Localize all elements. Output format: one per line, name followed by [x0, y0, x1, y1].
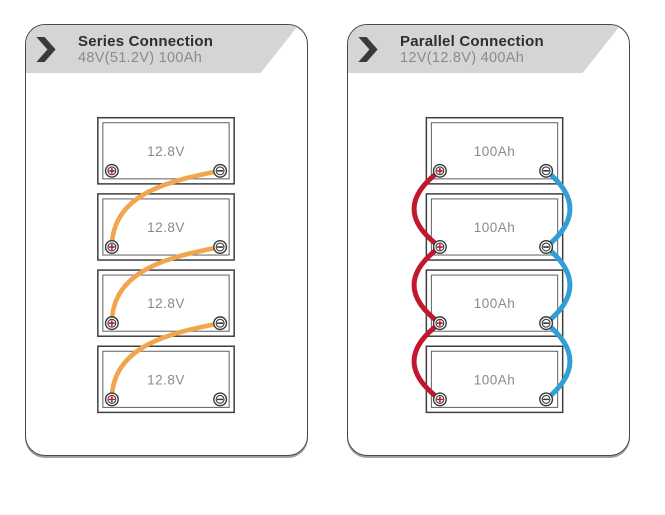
plus-terminal-icon [432, 163, 448, 178]
battery-label: 100Ah [474, 144, 516, 159]
minus-terminal-icon [539, 316, 554, 331]
battery: 100Ah [425, 345, 564, 414]
series-connection-panel: Series Connection 48V(51.2V) 100Ah [25, 24, 308, 456]
battery: 100Ah [425, 116, 564, 185]
minus-terminal-icon [213, 316, 228, 331]
battery-label: 100Ah [474, 220, 516, 235]
battery: 12.8V [97, 345, 235, 414]
plus-terminal-icon [104, 316, 119, 331]
panel-header: Series Connection 48V(51.2V) 100Ah [26, 25, 299, 73]
plus-terminal-icon [432, 239, 448, 255]
panel-title: Series Connection [78, 32, 214, 50]
plus-terminal-icon [432, 316, 448, 331]
battery-label: 12.8V [147, 144, 185, 159]
battery: 100Ah [425, 193, 564, 261]
minus-terminal-icon [213, 392, 228, 407]
plus-terminal-icon [104, 239, 119, 255]
battery: 100Ah [425, 269, 564, 337]
battery: 12.8V [97, 116, 235, 185]
battery-stack: 100Ah 100Ah 100Ah 100Ah [425, 116, 564, 414]
plus-terminal-icon [432, 392, 448, 407]
panel-title: Parallel Connection [400, 32, 544, 50]
battery: 12.8V [97, 269, 235, 337]
series-diagram: 12.8V 12.8V 12.8V 12.8V [97, 116, 235, 414]
header-titles: Parallel Connection 12V(12.8V) 400Ah [400, 33, 544, 66]
header-titles: Series Connection 48V(51.2V) 100Ah [78, 33, 213, 66]
parallel-diagram: 100Ah 100Ah 100Ah 100Ah [348, 116, 629, 414]
minus-terminal-icon [539, 392, 554, 407]
battery-label: 100Ah [474, 296, 516, 311]
minus-terminal-icon [213, 239, 228, 255]
panel-subtitle: 12V(12.8V) 400Ah [400, 49, 525, 66]
panel-header: Parallel Connection 12V(12.8V) 400Ah [348, 25, 621, 73]
battery-label: 12.8V [147, 296, 185, 311]
minus-terminal-icon [539, 163, 554, 178]
plus-terminal-icon [104, 163, 119, 178]
battery-label: 12.8V [147, 220, 185, 235]
battery-label: 100Ah [474, 372, 516, 387]
chevron-right-icon [36, 36, 56, 62]
minus-terminal-icon [539, 239, 554, 255]
parallel-connection-panel: Parallel Connection 12V(12.8V) 400Ah 100… [347, 24, 630, 456]
battery: 12.8V [97, 193, 235, 261]
battery-label: 12.8V [147, 372, 185, 387]
battery-stack: 12.8V 12.8V 12.8V 12.8V [97, 116, 235, 414]
panel-subtitle: 48V(51.2V) 100Ah [78, 49, 203, 66]
minus-terminal-icon [213, 163, 228, 178]
chevron-right-icon [358, 36, 378, 62]
plus-terminal-icon [104, 392, 119, 407]
